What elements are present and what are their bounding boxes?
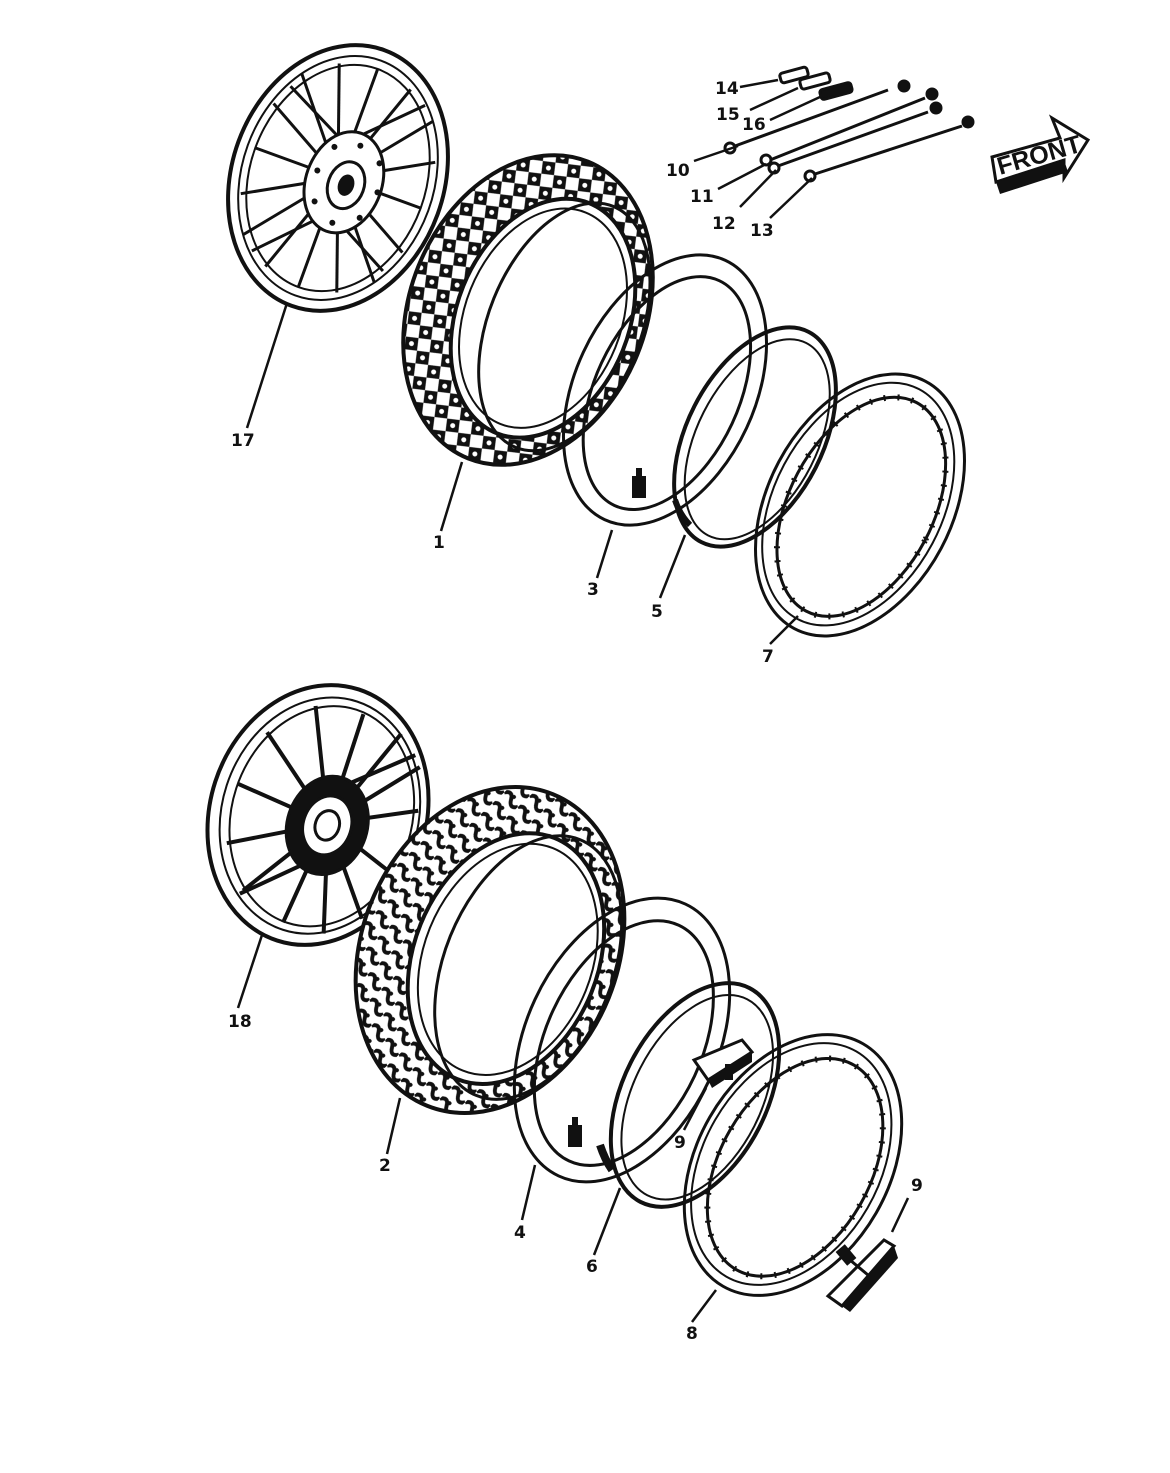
rear-rim (682, 1033, 904, 1297)
callout-1: 1 (433, 533, 445, 553)
callout-14: 14 (715, 79, 739, 99)
callout-5: 5 (651, 602, 663, 622)
callout-2: 2 (379, 1156, 391, 1176)
rear-tire (353, 785, 627, 1115)
nipple-16 (818, 81, 854, 101)
spoke-11 (759, 87, 939, 167)
callouts: 17 1 3 5 7 10 11 12 13 14 15 16 18 2 4 6… (228, 79, 923, 1344)
callout-16: 16 (742, 115, 766, 135)
callout-15: 15 (716, 105, 740, 125)
front-inner-tube (561, 253, 769, 527)
callout-7: 7 (762, 647, 774, 667)
callout-9-upper: 9 (674, 1133, 686, 1153)
callout-11: 11 (690, 187, 714, 207)
nipple-15 (798, 71, 832, 91)
rear-rim-band (596, 981, 782, 1209)
front-direction-arrow: FRONT (990, 114, 1091, 194)
spoke-set (723, 65, 975, 183)
callout-6: 6 (586, 1257, 598, 1277)
callout-17: 17 (231, 431, 255, 451)
rim-lock-9-upper (691, 1038, 755, 1088)
front-tube-valve (632, 468, 646, 498)
callout-13: 13 (750, 221, 774, 241)
callout-12: 12 (712, 214, 736, 234)
callout-9-lower: 9 (911, 1176, 923, 1196)
rear-wheel-assembly (205, 683, 431, 947)
rear-tube-valve (568, 1117, 582, 1147)
callout-10: 10 (666, 161, 690, 181)
callout-8: 8 (686, 1324, 698, 1344)
leader-lines (236, 78, 910, 1323)
front-wheel-assembly (226, 43, 450, 313)
rim-lock-9-lower (825, 1238, 898, 1312)
spoke-13 (803, 115, 975, 183)
callout-4: 4 (514, 1223, 526, 1243)
callout-3: 3 (587, 580, 599, 600)
front-rim-band (672, 325, 838, 549)
nipple-14 (778, 65, 810, 85)
front-rim (754, 372, 966, 638)
callout-18: 18 (228, 1012, 252, 1032)
front-tire (401, 153, 655, 467)
